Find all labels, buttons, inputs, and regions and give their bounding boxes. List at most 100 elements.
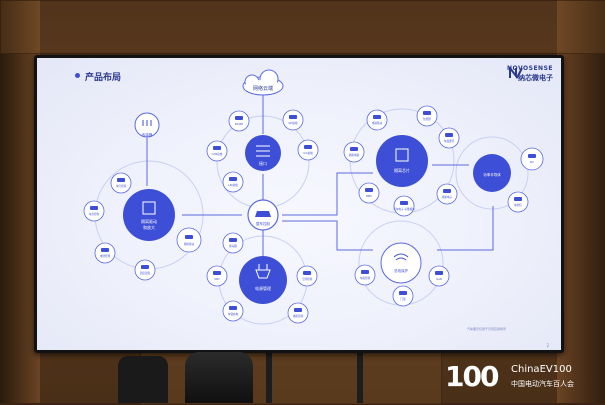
hub-power: 电源管理	[239, 256, 287, 304]
hub-sensor: 传感器	[134, 112, 160, 138]
sat-7	[228, 110, 250, 132]
tv-stand-left	[266, 352, 272, 403]
sat-label: SPI总线	[288, 121, 298, 125]
sliders-icon	[256, 145, 270, 157]
sat-label: 汽车电子 功能模块	[393, 207, 415, 211]
event-brand-logo: 100 ChinaEV100 中国电动汽车百人会	[445, 360, 595, 396]
audience-person	[118, 356, 168, 403]
brand-name-cn: 中国电动汽车百人会	[511, 380, 574, 388]
connector-center-right	[282, 220, 373, 251]
hub-interface: 接口	[245, 135, 281, 171]
slide-page-number: 2	[546, 343, 549, 348]
hub-center-label: 整车控制	[256, 221, 270, 226]
car-icon	[101, 248, 109, 252]
audience-person	[185, 352, 253, 403]
car-icon	[235, 116, 243, 120]
car-icon	[400, 201, 408, 205]
sat-2	[83, 200, 105, 222]
car-icon	[255, 211, 271, 217]
sat-19	[520, 147, 544, 171]
car-icon	[373, 115, 381, 119]
sensor-icon	[142, 120, 152, 126]
sat-label: 车载通讯	[444, 139, 455, 143]
hub-signal-chain: 隔离芯片	[376, 135, 428, 187]
car-icon	[423, 111, 431, 115]
car-icon	[90, 206, 98, 210]
sat-1	[110, 172, 132, 194]
sat-label: 温度湿度	[140, 271, 151, 275]
sat-label: 隔离驱动	[184, 242, 195, 246]
cloud-label: 网络云端	[253, 85, 273, 92]
car-icon	[117, 178, 125, 182]
sat-16	[296, 265, 318, 287]
car-icon	[528, 154, 536, 158]
slide-title: 产品布局	[85, 73, 122, 83]
sat-28	[393, 195, 415, 217]
sat-label: 空调控制	[302, 277, 313, 281]
sat-label: 座舱电子	[442, 195, 453, 199]
car-icon	[185, 235, 193, 239]
sat-label: OBC	[214, 277, 220, 281]
logo-text-en: NOVOSENSE	[507, 65, 553, 72]
hub-sensor-label: 传感器	[142, 132, 153, 137]
sat-17	[366, 109, 388, 131]
sat-label: 车灯控制	[116, 184, 127, 188]
hub-bus: 总线保护	[380, 242, 422, 284]
hub-right-ring: 功率半导体	[473, 154, 511, 192]
sat-4	[134, 259, 156, 281]
car-icon	[399, 291, 407, 295]
sat-26	[392, 285, 414, 307]
sat-label: 车身控制	[89, 212, 100, 216]
presentation-slide: 产品布局 NOVOSENSE 纳芯微电子	[37, 58, 561, 350]
car-icon	[435, 271, 443, 275]
sat-label: RS485	[235, 122, 244, 126]
sat-11	[282, 109, 304, 131]
sat-18	[343, 141, 365, 163]
sat-14	[222, 300, 244, 322]
wireless-icon	[393, 253, 409, 261]
sat-label: 隔离电源	[349, 153, 360, 157]
car-icon	[361, 270, 369, 274]
novosense-logo-icon	[509, 67, 523, 79]
chip-icon	[142, 201, 156, 215]
car-icon	[229, 177, 237, 181]
brand-name-en: ChinaEV100	[511, 364, 572, 375]
car-icon	[350, 147, 358, 151]
sat-3	[94, 242, 116, 264]
car-icon	[303, 271, 311, 275]
sat-13	[206, 265, 228, 287]
sat-label: 门锁	[400, 297, 406, 301]
sat-24	[358, 182, 380, 204]
wall-right	[557, 0, 605, 403]
brand-number: 100	[445, 360, 499, 393]
car-icon	[141, 265, 149, 269]
wall-left	[0, 0, 40, 403]
car-icon	[294, 308, 302, 312]
wall-panel	[0, 0, 605, 54]
sat-label: CAN总线	[212, 152, 223, 156]
sat-label: 电机控制	[293, 314, 304, 318]
hub-right-ring-label: 功率半导体	[483, 172, 501, 177]
hub-mcu-label: 隔离驱动	[141, 218, 157, 224]
sat-label: 驱动器	[229, 244, 237, 248]
title-accent-dot	[75, 73, 80, 78]
sat-label: 电池包	[514, 203, 522, 207]
car-icon	[229, 306, 237, 310]
hub-interface-label: 接口	[259, 160, 267, 166]
svg-text:和放大: 和放大	[143, 224, 155, 230]
sat-label: BMS	[366, 194, 372, 198]
car-icon	[443, 189, 451, 193]
hub-bus-label: 总线保护	[394, 268, 408, 273]
sat-22	[416, 105, 438, 127]
sat-8	[206, 140, 228, 162]
logo-text-cn: 纳芯微电子	[518, 74, 553, 82]
sat-25	[354, 264, 376, 286]
car-icon	[229, 238, 237, 242]
car-icon	[213, 271, 221, 275]
sat-label: I2C总线	[303, 151, 313, 155]
sat-label: LIN总线	[228, 183, 238, 187]
car-icon	[289, 115, 297, 119]
sat-20	[507, 191, 529, 213]
car-icon	[304, 145, 312, 149]
sat-label: 车窗控制	[360, 276, 371, 280]
